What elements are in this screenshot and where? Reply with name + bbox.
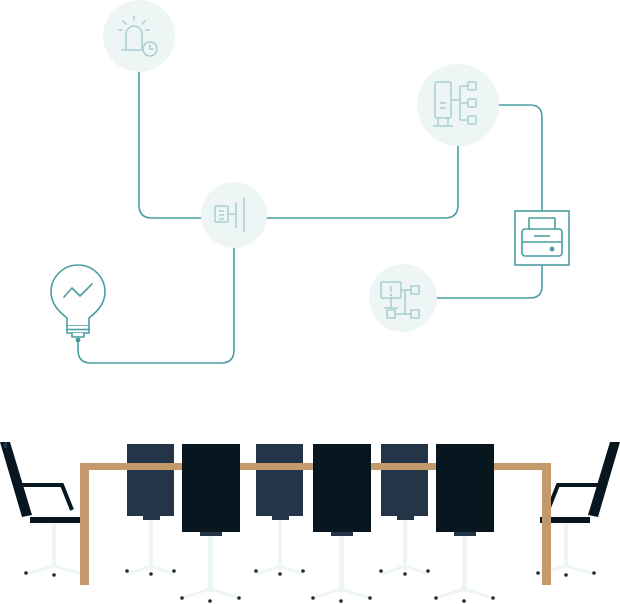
lightbulb-icon (50, 264, 106, 343)
connector-line-hub-bulb (77, 246, 235, 364)
back-chair-3 (379, 444, 430, 576)
alarm-node (103, 0, 175, 72)
alarm-clock-icon (118, 15, 158, 57)
alert-flow-icon (380, 281, 420, 319)
side-chair-left (0, 442, 83, 577)
conference-scene (0, 442, 620, 603)
printer-node (514, 210, 570, 266)
front-chair-3 (434, 444, 495, 603)
front-chair-2 (311, 444, 372, 603)
connector-line-printer-flow (436, 264, 543, 299)
back-chair-2 (254, 444, 305, 576)
connector-icon (214, 198, 245, 232)
server-network-icon (433, 81, 477, 127)
back-chair-1 (125, 444, 176, 576)
server-node (417, 64, 499, 146)
printer-icon (521, 217, 563, 257)
connector-line-server-printer (496, 104, 543, 212)
hub-node (201, 182, 267, 248)
side-chair-right (536, 442, 620, 577)
network-diagram (77, 71, 543, 364)
alert-flow-node (369, 264, 437, 332)
connector-line-alarm-hub (138, 71, 203, 219)
connector-line-hub-server (263, 145, 459, 219)
front-chair-1 (180, 444, 241, 603)
